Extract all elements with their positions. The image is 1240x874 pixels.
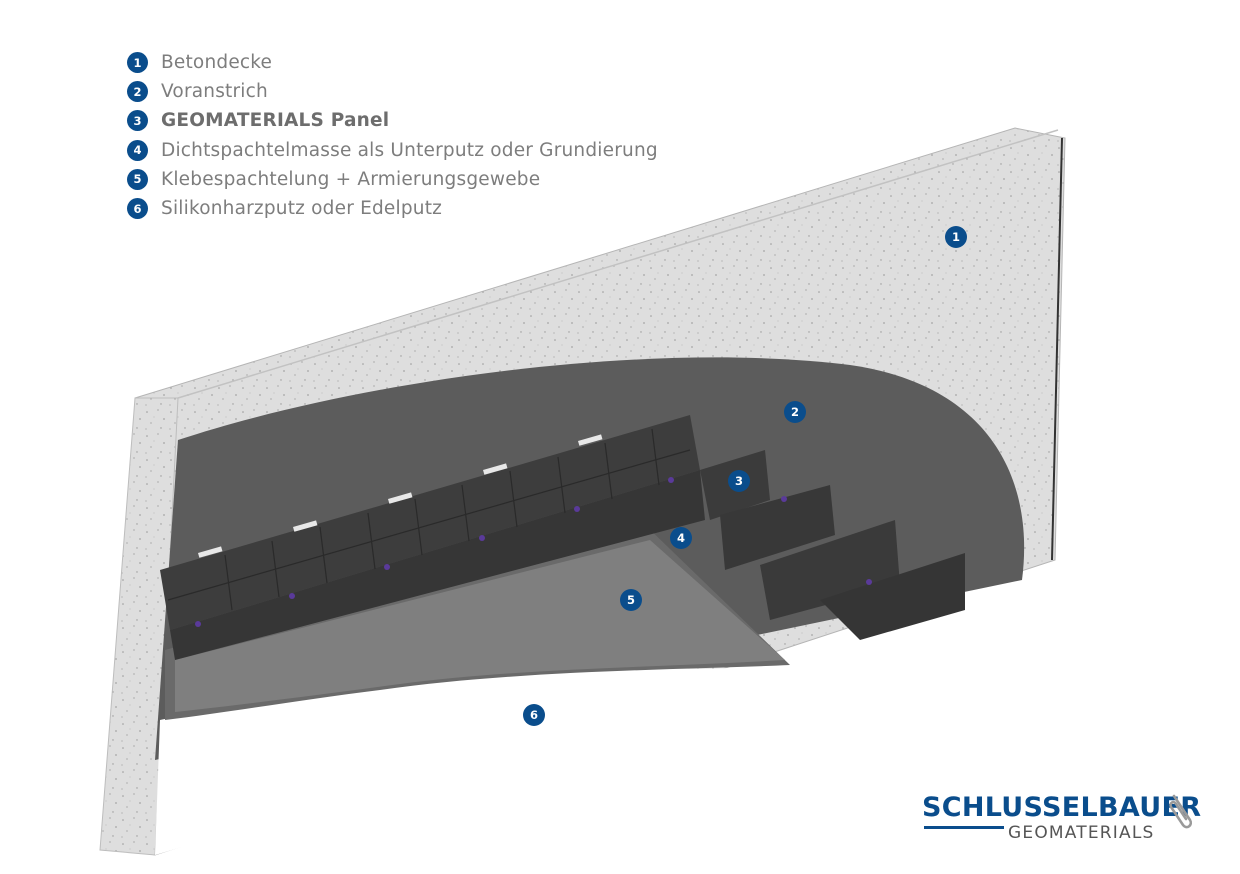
logo-subtitle: GEOMATERIALS <box>1008 823 1155 843</box>
legend-label: Voranstrich <box>161 81 268 103</box>
svg-text:4: 4 <box>677 531 685 545</box>
schlusselbauer-logo: SCHLUSSELBAUER GEOMATERIALS <box>922 792 1202 848</box>
svg-text:1: 1 <box>952 230 960 244</box>
marker-5: 5 <box>620 589 642 611</box>
legend-number-badge: 3 <box>127 110 148 132</box>
legend-label: Klebespachtelung + Armierungsgewebe <box>161 168 541 190</box>
legend-item-voranstrich: 2 Voranstrich <box>127 77 658 106</box>
logo-wordmark: SCHLUSSELBAUER <box>922 792 1202 823</box>
svg-text:3: 3 <box>735 474 743 488</box>
legend-number-badge: 4 <box>127 139 148 161</box>
panel-step-3 <box>760 520 900 620</box>
legend-number-badge: 6 <box>127 198 148 220</box>
svg-text:6: 6 <box>530 708 538 722</box>
panel-step-2 <box>720 485 835 570</box>
panel-clips <box>198 434 603 558</box>
legend-item-silikonharzputz: 6 Silikonharzputz oder Edelputz <box>127 194 658 223</box>
legend-item-dichtspachtelmasse: 4 Dichtspachtelmasse als Unterputz oder … <box>127 136 658 165</box>
legend-label: Betondecke <box>161 52 273 74</box>
marker-1: 1 <box>945 226 967 248</box>
svg-text:5: 5 <box>627 593 635 607</box>
logo-underline <box>924 826 1004 829</box>
legend-label: Dichtspachtelmasse als Unterputz oder Gr… <box>161 139 658 161</box>
legend-number-badge: 5 <box>127 168 148 190</box>
panel-joints <box>167 428 691 611</box>
panel-step-4 <box>820 553 965 640</box>
slab-right-edge <box>1051 137 1063 561</box>
marker-3: 3 <box>728 470 750 492</box>
finish-plaster-area <box>155 600 1000 855</box>
panel-row-lower <box>170 470 705 660</box>
panel-rows <box>160 415 965 660</box>
slab-top-edge <box>177 129 1059 399</box>
legend-item-betondecke: 1 Betondecke <box>127 48 658 77</box>
legend-item-panel: 3 GEOMATERIALS Panel <box>127 106 658 135</box>
layer-legend: 1 Betondecke 2 Voranstrich 3 GEOMATERIAL… <box>127 48 658 223</box>
marker-2: 2 <box>784 401 806 423</box>
legend-item-klebespachtelung: 5 Klebespachtelung + Armierungsgewebe <box>127 165 658 194</box>
marker-4: 4 <box>670 527 692 549</box>
panel-row-upper <box>160 415 700 630</box>
legend-number-badge: 1 <box>127 52 148 74</box>
layer-markers: 1 2 3 4 5 6 <box>523 226 967 726</box>
legend-label: Silikonharzputz oder Edelputz <box>161 198 443 220</box>
paperclip-icon <box>1169 794 1193 829</box>
adhesive-layer <box>175 540 785 712</box>
svg-text:2: 2 <box>791 405 799 419</box>
marker-6: 6 <box>523 704 545 726</box>
legend-label: GEOMATERIALS Panel <box>161 110 390 132</box>
panel-anchors <box>195 477 872 627</box>
legend-number-badge: 2 <box>127 81 148 103</box>
